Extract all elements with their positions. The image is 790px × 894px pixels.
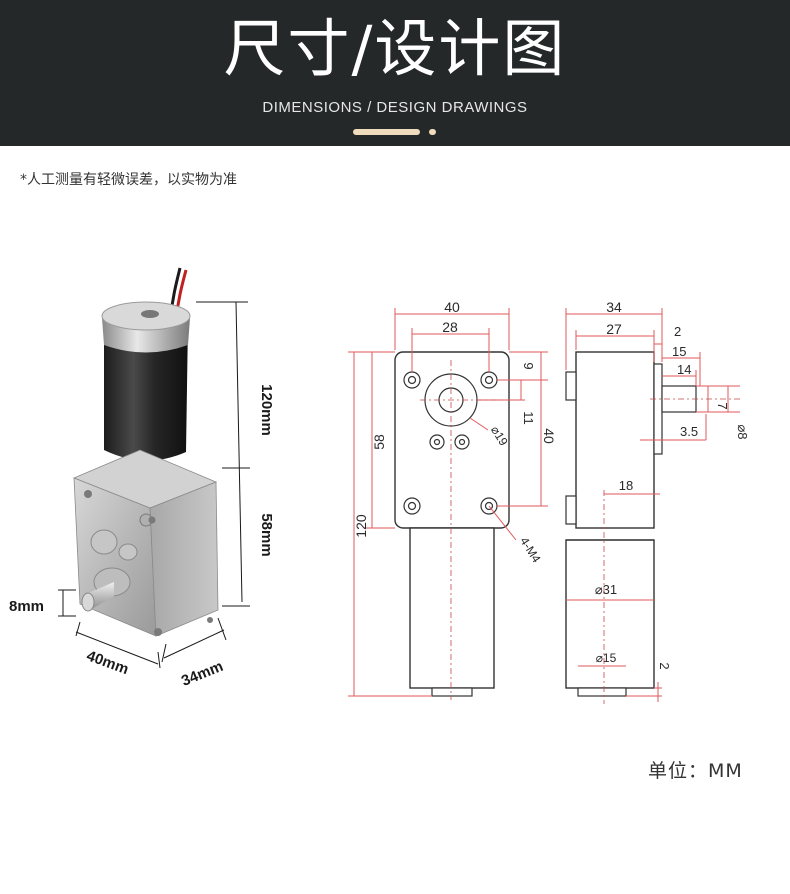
front-hole-height: 40	[541, 428, 557, 444]
unit-label: 单位：MM	[648, 760, 743, 782]
page-title: 尺寸/设计图	[223, 12, 567, 85]
accent-bar	[353, 129, 420, 135]
photo-shaft-length: 8mm	[9, 598, 44, 615]
side-view	[565, 351, 697, 697]
side-end-length: 2	[657, 662, 672, 669]
side-motor-diameter: ⌀31	[595, 582, 617, 597]
photo-depth: 34mm	[179, 658, 226, 690]
page-subtitle: DIMENSIONS / DESIGN DRAWINGS	[262, 99, 528, 116]
side-view-centerlines	[603, 398, 740, 704]
photo-height-total: 120mm	[258, 384, 275, 436]
front-width-holes: 28	[442, 319, 458, 335]
side-depth: 34	[606, 299, 622, 315]
side-shaft-offset: 3.5	[680, 424, 698, 439]
side-shaft-length: 15	[672, 344, 686, 359]
front-hole-spacing: 11	[521, 411, 536, 425]
side-body: 27	[606, 321, 622, 337]
side-shaft-diameter: ⌀8	[735, 424, 750, 439]
side-view-dimension-lines	[565, 308, 740, 702]
front-offset-top: 9	[521, 362, 536, 369]
front-total-height: 120	[353, 514, 369, 538]
header-banner: 尺寸/设计图 DIMENSIONS / DESIGN DRAWINGS	[0, 0, 790, 146]
measurement-note: *人工测量有轻微误差，以实物为准	[20, 172, 237, 188]
front-view-dimension-lines	[348, 308, 548, 697]
side-end-diameter: ⌀15	[596, 651, 617, 665]
photo-width: 40mm	[84, 647, 131, 678]
side-flange: 2	[674, 324, 681, 339]
front-screw-spec: 4-M4	[517, 535, 544, 566]
front-view	[394, 351, 510, 697]
photo-dimension-lines	[58, 301, 250, 669]
front-width-outer: 40	[444, 299, 460, 315]
front-gearbox-height: 58	[371, 434, 387, 450]
side-shaft-body: 14	[677, 362, 691, 377]
motor-photo	[72, 267, 219, 637]
front-view-centerlines	[420, 360, 500, 700]
accent-dot	[429, 129, 436, 135]
side-motor-offset: 18	[619, 478, 633, 493]
photo-height-gearbox: 58mm	[258, 513, 275, 556]
side-shaft-dim: 7	[715, 402, 730, 409]
